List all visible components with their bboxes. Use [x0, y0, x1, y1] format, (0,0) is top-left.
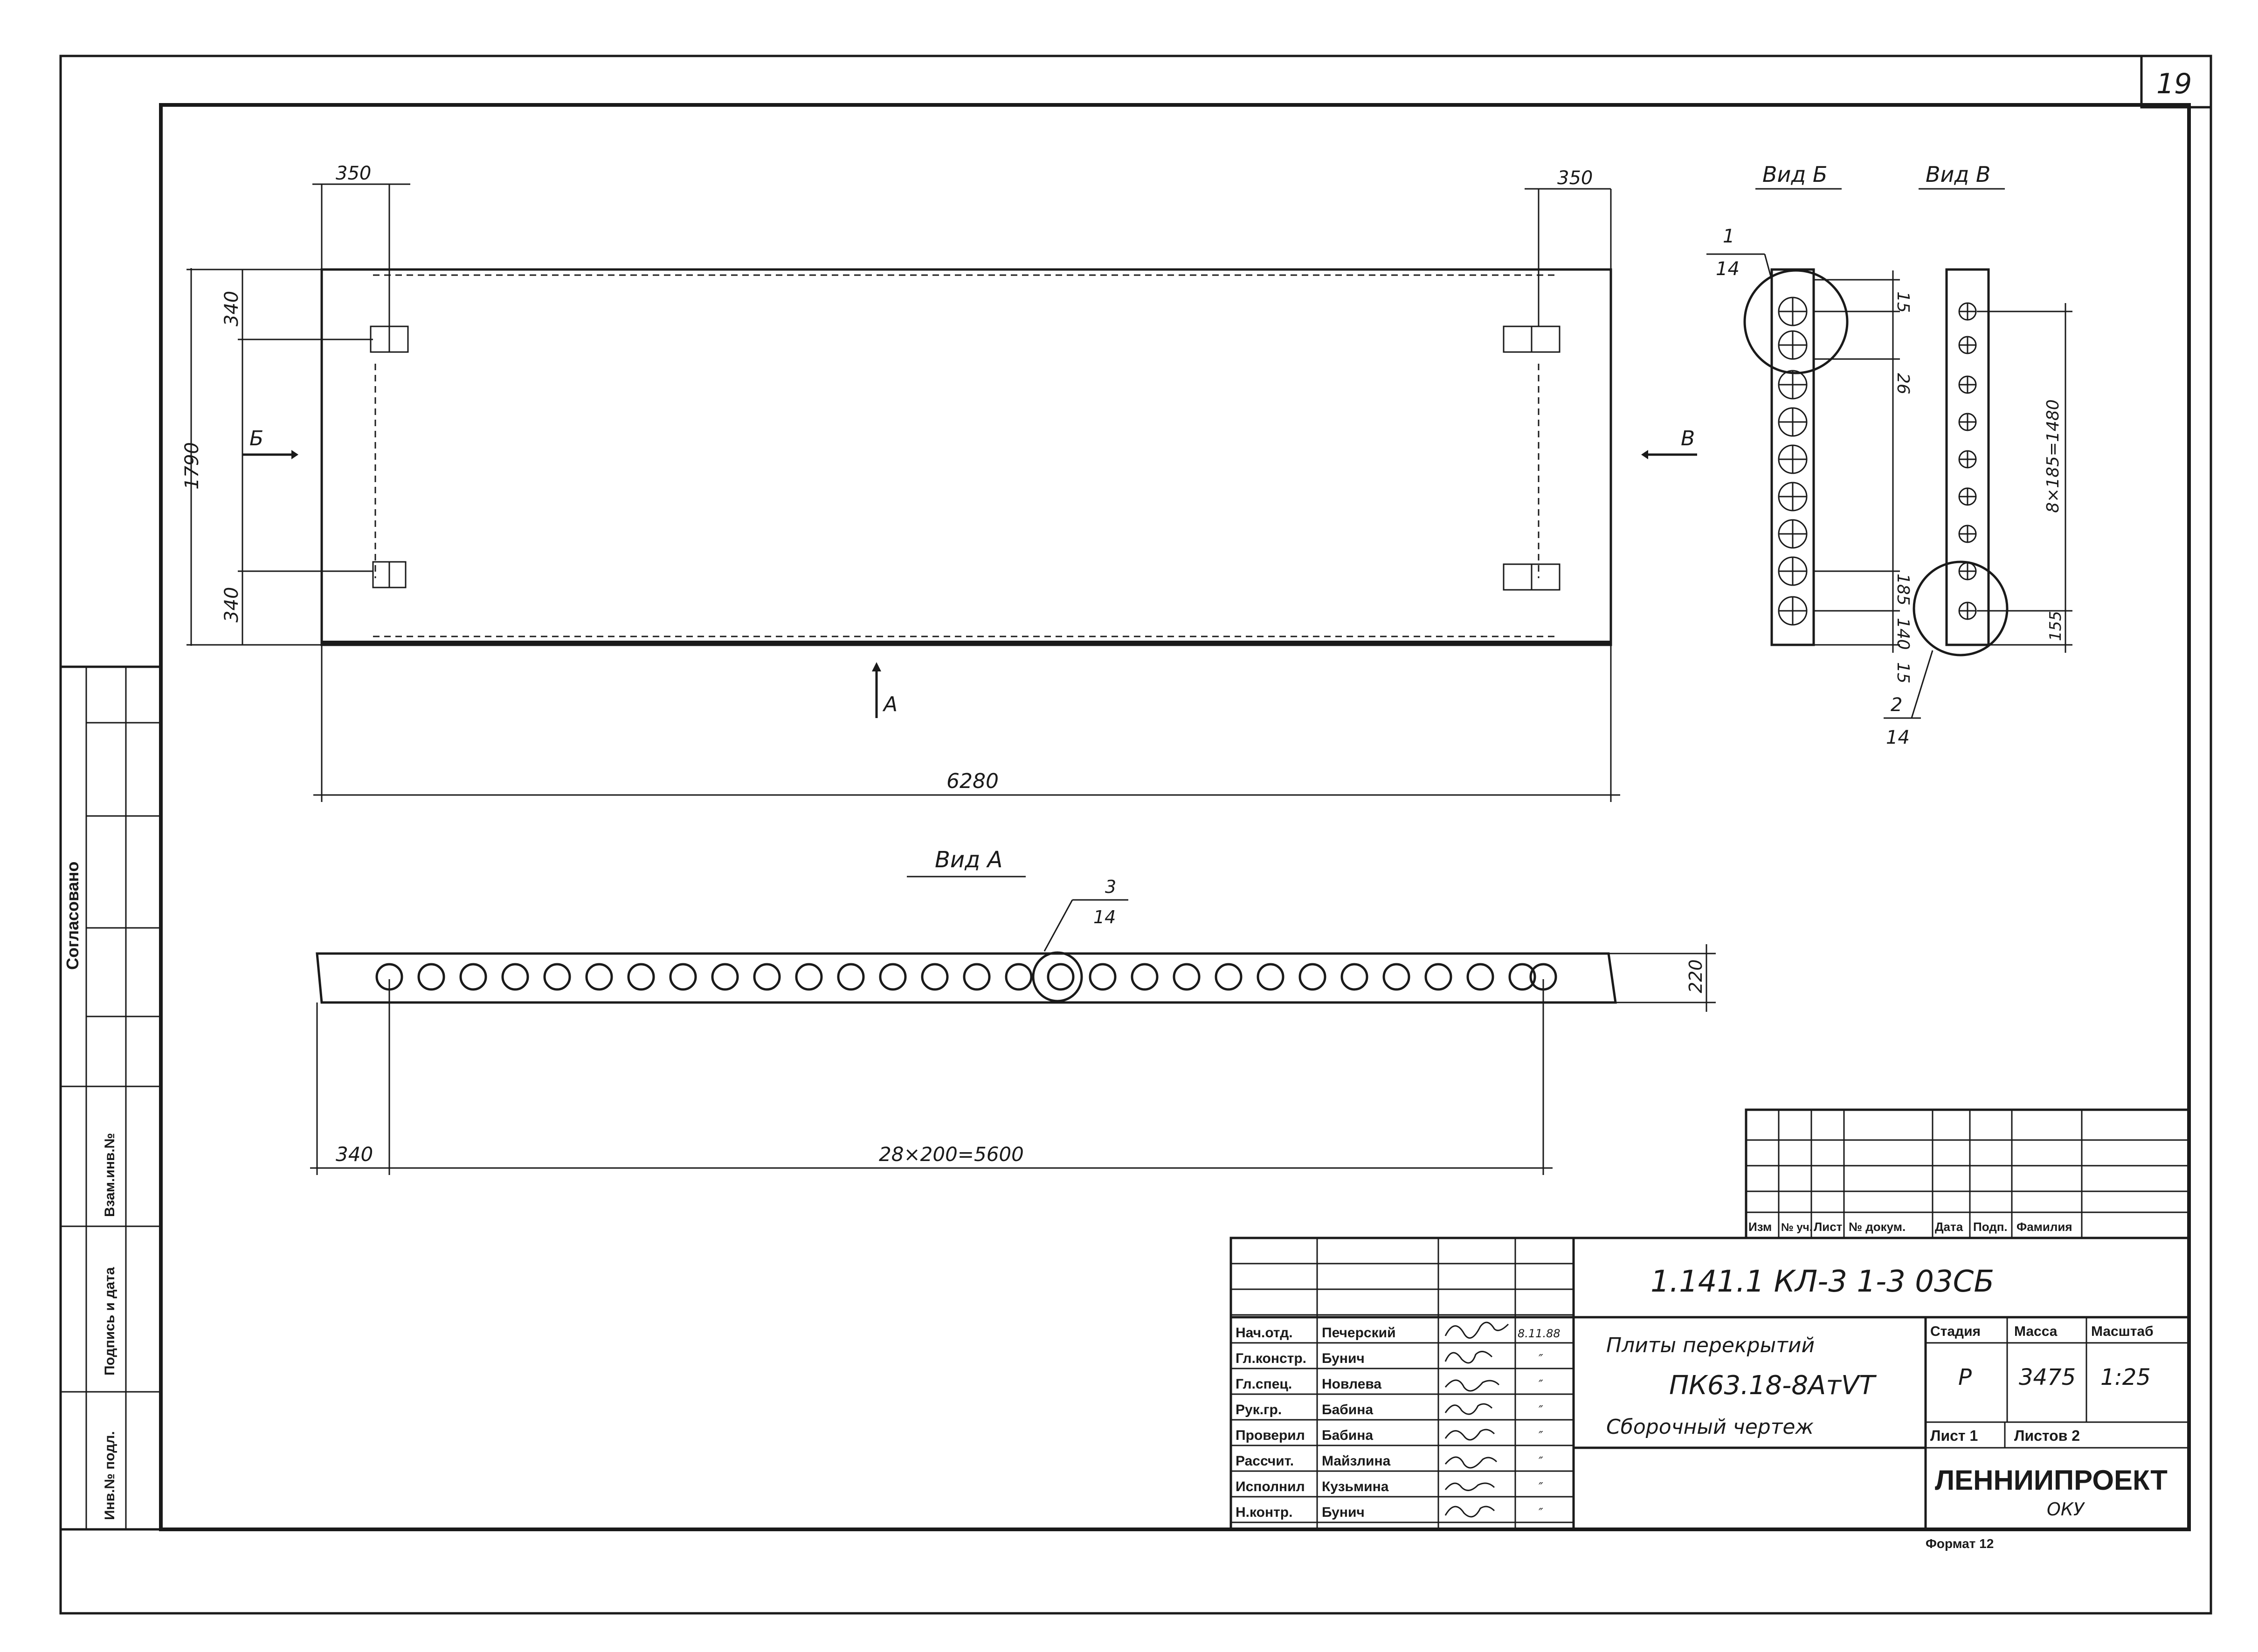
callout-1-den: 14 — [1716, 258, 1740, 280]
dim-155: 155 — [2046, 611, 2065, 641]
rev-h-uch: № уч. — [1781, 1221, 1812, 1234]
callout-2-den: 14 — [1886, 727, 1910, 748]
dim-350-left: 350 — [336, 163, 371, 184]
side-stamp: Согласовано Взам.инв.№ Подпись и дата Ин… — [59, 665, 162, 1531]
arrow-a-label: А — [882, 692, 898, 716]
sheet-frame: 19 — [59, 55, 2212, 1615]
dim-220: 220 — [1685, 959, 1706, 993]
role-0: Нач.отд. — [1236, 1325, 1293, 1341]
dim-140: 140 — [1893, 618, 1913, 650]
role-3: Рук.гр. — [1236, 1402, 1282, 1417]
role-7: Н.контр. — [1236, 1505, 1292, 1520]
role-4: Проверил — [1236, 1428, 1305, 1443]
dim-340-edge: 340 — [336, 1143, 373, 1166]
view-a-title: Вид А — [935, 847, 1002, 873]
org-name: ЛЕННИИПРОЕКТ — [1935, 1465, 2168, 1496]
date-2: ″ — [1539, 1378, 1543, 1392]
date-1: ″ — [1539, 1352, 1543, 1366]
date-6: ″ — [1539, 1480, 1543, 1494]
date-7: ″ — [1539, 1506, 1543, 1520]
stamp-agreed: Согласовано — [63, 862, 82, 970]
signatures — [1444, 1321, 1509, 1518]
dim-26: 26 — [1893, 373, 1913, 394]
plan-view: 350 350 1790 340 340 6280 Б В А — [181, 163, 1697, 802]
callout-2-num: 2 — [1891, 694, 1902, 716]
dim-15-bottom: 15 — [1893, 662, 1913, 684]
role-5: Рассчит. — [1236, 1453, 1294, 1469]
org-dept: ОКУ — [2047, 1499, 2085, 1520]
scale-label: Масштаб — [2091, 1324, 2154, 1339]
view-v-title: Вид В — [1926, 162, 1990, 187]
detail-circle-1 — [1743, 269, 1849, 374]
stage-label: Стадия — [1930, 1324, 1981, 1339]
scale-value: 1:25 — [2100, 1364, 2151, 1390]
rev-h-izm: Изм — [1748, 1220, 1772, 1234]
sheet-label: Лист 1 — [1930, 1427, 1978, 1444]
role-2: Гл.спец. — [1236, 1376, 1292, 1392]
sheet-number: 19 — [2156, 68, 2192, 100]
sheets-label: Листов 2 — [2014, 1427, 2080, 1444]
title-line-3: Сборочный чертеж — [1606, 1415, 1814, 1439]
stamp-cell-2: Подпись и дата — [102, 1267, 117, 1376]
dim-pitch: 28×200=5600 — [879, 1143, 1024, 1166]
dim-185: 185 — [1893, 574, 1913, 606]
name-7: Бунич — [1322, 1505, 1365, 1520]
detail-circle-3 — [1032, 951, 1083, 1002]
arrow-v-label: В — [1681, 427, 1695, 450]
dim-15-top: 15 — [1893, 291, 1913, 313]
stamp-cell-3: Инв.№ подл. — [102, 1431, 117, 1520]
date-3: ″ — [1539, 1403, 1543, 1417]
name-6: Кузьмина — [1322, 1479, 1389, 1494]
dim-spacing: 8×185=1480 — [2044, 399, 2063, 513]
name-3: Бабина — [1322, 1402, 1373, 1417]
date-0: 8.11.88 — [1518, 1327, 1561, 1340]
callout-1-num: 1 — [1723, 226, 1734, 247]
detail-circle-2 — [1913, 560, 2009, 657]
name-0: Печерский — [1322, 1325, 1396, 1341]
callout-3-den: 14 — [1093, 907, 1116, 927]
mass-value: 3475 — [2019, 1364, 2076, 1390]
dim-340-top: 340 — [221, 291, 242, 326]
title-block: Изм № уч. Лист № докум. Дата Подп. Фамил… — [1229, 1108, 2190, 1551]
rev-h-sign: Подп. — [1973, 1220, 2008, 1234]
title-line-1: Плиты перекрытий — [1606, 1334, 1815, 1357]
date-4: ″ — [1539, 1429, 1543, 1443]
view-b: Вид Б 1 14 15 26 185 140 15 — [1706, 162, 1913, 684]
role-6: Исполнил — [1236, 1479, 1305, 1494]
view-b-title: Вид Б — [1762, 162, 1827, 187]
dim-1790: 1790 — [181, 442, 203, 490]
format-label: Формат 12 — [1926, 1536, 1994, 1551]
dim-6280: 6280 — [946, 769, 999, 793]
stamp-cell-1: Взам.инв.№ — [102, 1133, 117, 1217]
view-a: Вид А — [310, 847, 1716, 1175]
rev-h-list: Лист — [1814, 1220, 1843, 1234]
name-4: Бабина — [1322, 1428, 1373, 1443]
role-1: Гл.констр. — [1236, 1351, 1306, 1366]
date-5: ″ — [1539, 1455, 1543, 1469]
dim-340-bottom: 340 — [221, 587, 242, 622]
name-1: Бунич — [1322, 1351, 1365, 1366]
arrow-b-label: Б — [249, 427, 263, 450]
rev-h-date: Дата — [1935, 1220, 1963, 1234]
name-5: Майзлина — [1322, 1453, 1391, 1469]
title-line-2: ПК63.18-8АтVТ — [1669, 1370, 1877, 1401]
mass-label: Масса — [2014, 1324, 2058, 1339]
hollow-cores — [375, 963, 1557, 991]
doc-code: 1.141.1 КЛ-3 1-3 03СБ — [1650, 1265, 1994, 1299]
view-v: Вид В 2 14 8×185=1480 155 — [1884, 162, 2072, 748]
rev-h-name: Фамилия — [2016, 1220, 2072, 1234]
callout-3-num: 3 — [1105, 877, 1116, 897]
dim-350-right: 350 — [1557, 167, 1593, 189]
stage-value: Р — [1958, 1364, 1972, 1390]
name-2: Новлева — [1322, 1376, 1381, 1392]
rev-h-doc: № докум. — [1849, 1220, 1906, 1234]
